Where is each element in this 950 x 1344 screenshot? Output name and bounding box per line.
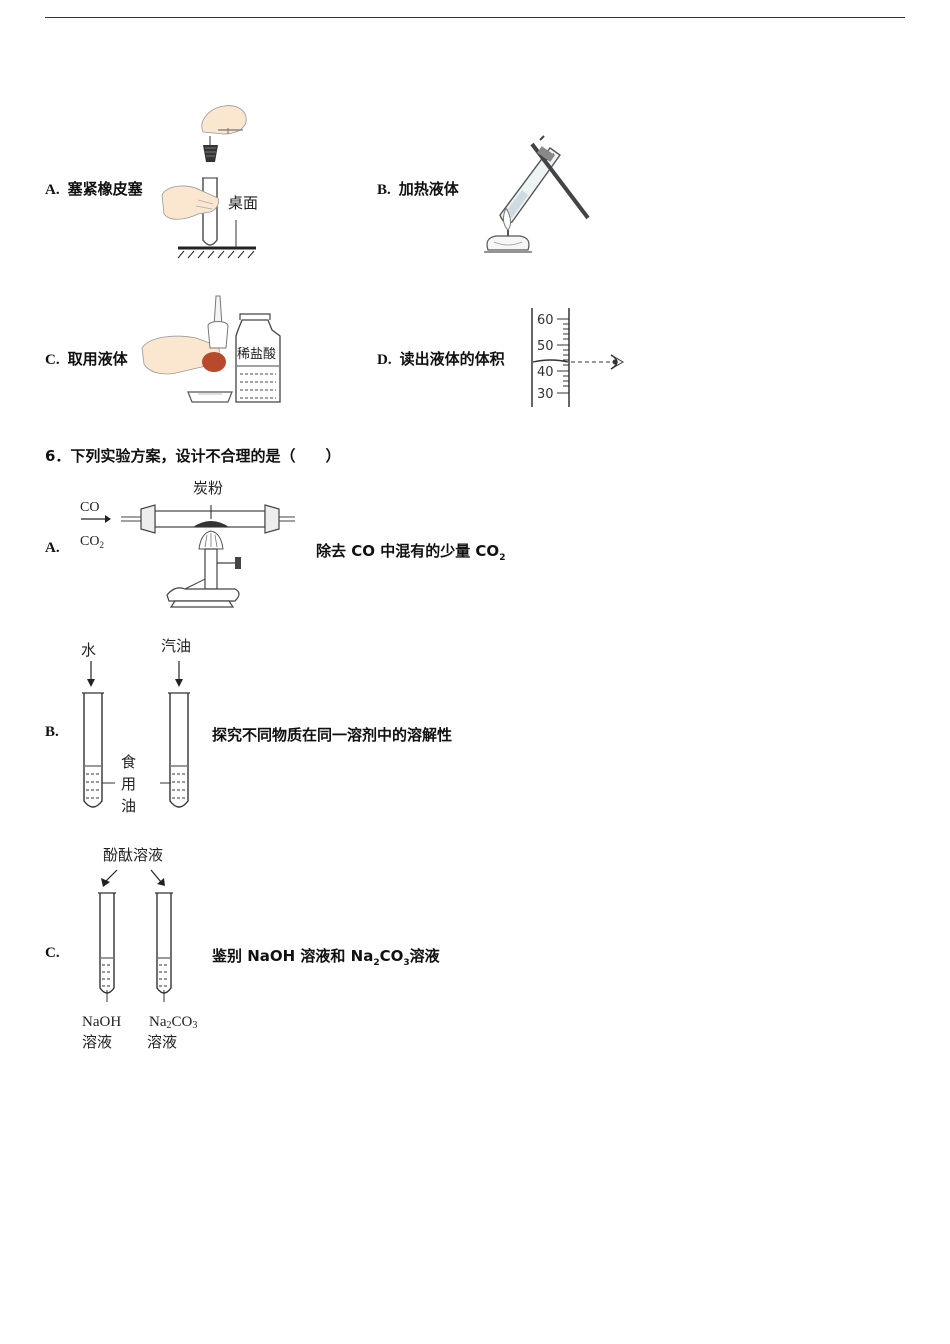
q6-option-a-text: 除去 CO 中混有的少量 CO2 — [316, 542, 506, 563]
tick-60: 60 — [537, 313, 554, 328]
q5-option-b-text: 加热液体 — [398, 182, 459, 198]
q5-option-d: D. 读出液体的体积 — [377, 348, 505, 369]
q5-option-a-text: 塞紧橡皮塞 — [67, 182, 143, 198]
gasoline-label: 汽油 — [161, 637, 191, 655]
tick-50: 50 — [537, 339, 554, 354]
tick-40: 40 — [537, 365, 554, 380]
tick-30: 30 — [537, 387, 554, 402]
naoh-label: NaOH — [82, 1014, 121, 1030]
heating-figure — [470, 130, 600, 260]
charcoal-tube-figure: CO CO2 炭粉 — [75, 475, 305, 617]
dropper-figure: 稀盐酸 — [140, 290, 285, 408]
q6-option-c-letter: C. — [45, 945, 60, 961]
q5-option-a-letter: A. — [45, 182, 60, 198]
q6-stem: 6．下列实验方案，设计不合理的是（ ） — [45, 447, 341, 465]
q5-option-b: B. 加热液体 — [377, 178, 459, 199]
q5-option-c: C. 取用液体 — [45, 348, 128, 369]
q5-option-d-text: 读出液体的体积 — [399, 352, 505, 368]
q6-option-b-text: 探究不同物质在同一溶剂中的溶解性 — [212, 726, 453, 744]
hcl-label: 稀盐酸 — [237, 347, 276, 362]
charcoal-label: 炭粉 — [193, 479, 223, 497]
solubility-figure: 水 汽油 食 用 油 — [75, 633, 205, 818]
q5-option-b-letter: B. — [377, 182, 391, 198]
co-label: CO — [80, 500, 99, 515]
oil-label-1: 食 — [121, 753, 136, 771]
q5-option-c-text: 取用液体 — [67, 352, 128, 368]
co2-label: CO2 — [80, 534, 104, 550]
eye-icon — [610, 354, 624, 370]
q5-option-d-letter: D. — [377, 352, 392, 368]
stopper-figure: 桌面 — [158, 100, 268, 260]
phenolphthalein-label: 酚酞溶液 — [103, 846, 163, 864]
oil-label-3: 油 — [121, 797, 136, 815]
table-label: 桌面 — [228, 194, 258, 212]
water-label: 水 — [81, 641, 96, 659]
phenolphthalein-figure: 酚酞溶液 NaOH 溶液 Na2CO3 溶液 — [75, 838, 215, 1054]
q5-option-c-letter: C. — [45, 352, 60, 368]
naoh-solution-label: 溶液 — [82, 1033, 112, 1051]
cylinder-figure: 60 50 40 30 — [525, 305, 630, 410]
oil-label-2: 用 — [121, 775, 136, 793]
q6-option-a-letter: A. — [45, 540, 60, 556]
q6-option-c-text: 鉴别 NaOH 溶液和 Na2CO3溶液 — [212, 947, 440, 968]
header-rule — [45, 17, 905, 18]
na2co3-solution-label: 溶液 — [147, 1033, 177, 1051]
q5-option-a: A. 塞紧橡皮塞 — [45, 178, 143, 199]
na2co3-label: Na2CO3 — [149, 1014, 197, 1031]
q6-option-b-letter: B. — [45, 724, 59, 740]
